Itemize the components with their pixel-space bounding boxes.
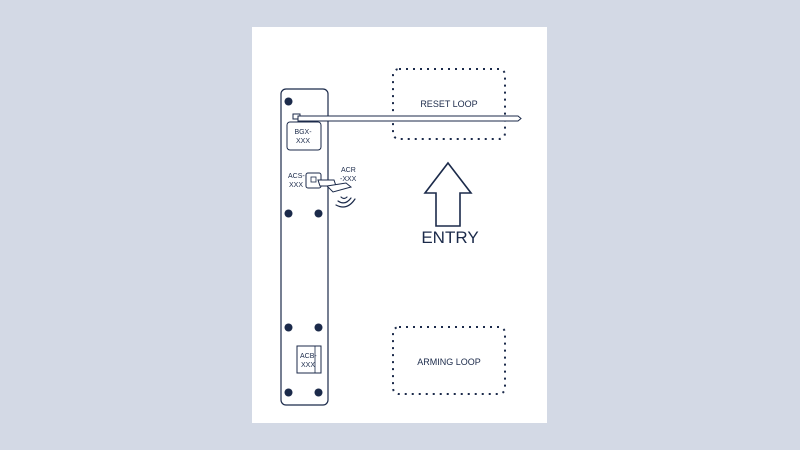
barrier-arm — [292, 113, 522, 122]
mounting-bolt — [314, 323, 323, 332]
reset-loop: RESET LOOP — [392, 68, 506, 140]
arm-boom — [297, 115, 522, 122]
arrow-up-icon — [423, 161, 473, 227]
island-outline — [280, 88, 329, 406]
acb-box — [296, 345, 322, 374]
mounting-bolt — [284, 209, 293, 218]
wireless-signal-icon — [335, 196, 356, 208]
acs-label-line1: ACS- — [288, 173, 305, 180]
acr-label-line1: ACR — [341, 167, 356, 174]
entry-label: ENTRY — [421, 228, 478, 247]
mounting-bolt — [284, 388, 293, 397]
reset-loop-label: RESET LOOP — [420, 99, 477, 109]
mounting-bolt — [284, 323, 293, 332]
acr-reader-head — [325, 182, 353, 193]
acb-unit: ACB- XXX — [296, 345, 322, 374]
acb-label-line2: XXX — [301, 362, 315, 369]
bgx-unit: BGX- XXX — [286, 121, 322, 151]
acb-label-line1: ACB- — [300, 353, 317, 360]
acs-unit: ACS- XXX — [288, 172, 322, 189]
bgx-label-line1: BGX- — [294, 129, 312, 136]
arming-loop-label: ARMING LOOP — [417, 357, 481, 367]
reset-loop-outline — [392, 68, 506, 140]
acr-label-line2: -XXX — [340, 176, 357, 183]
acs-label-line2: XXX — [289, 182, 303, 189]
entry-direction: ENTRY — [421, 161, 479, 247]
mounting-bolt — [284, 97, 293, 106]
acs-inner — [310, 176, 317, 183]
gate-island — [280, 88, 329, 406]
bgx-box — [286, 121, 322, 151]
arming-loop-outline — [392, 326, 506, 395]
arming-loop: ARMING LOOP — [392, 326, 506, 395]
bgx-label-line2: XXX — [296, 138, 310, 145]
acr-unit: ACR -XXX — [317, 167, 357, 208]
mounting-bolt — [314, 388, 323, 397]
mounting-bolt — [314, 209, 323, 218]
